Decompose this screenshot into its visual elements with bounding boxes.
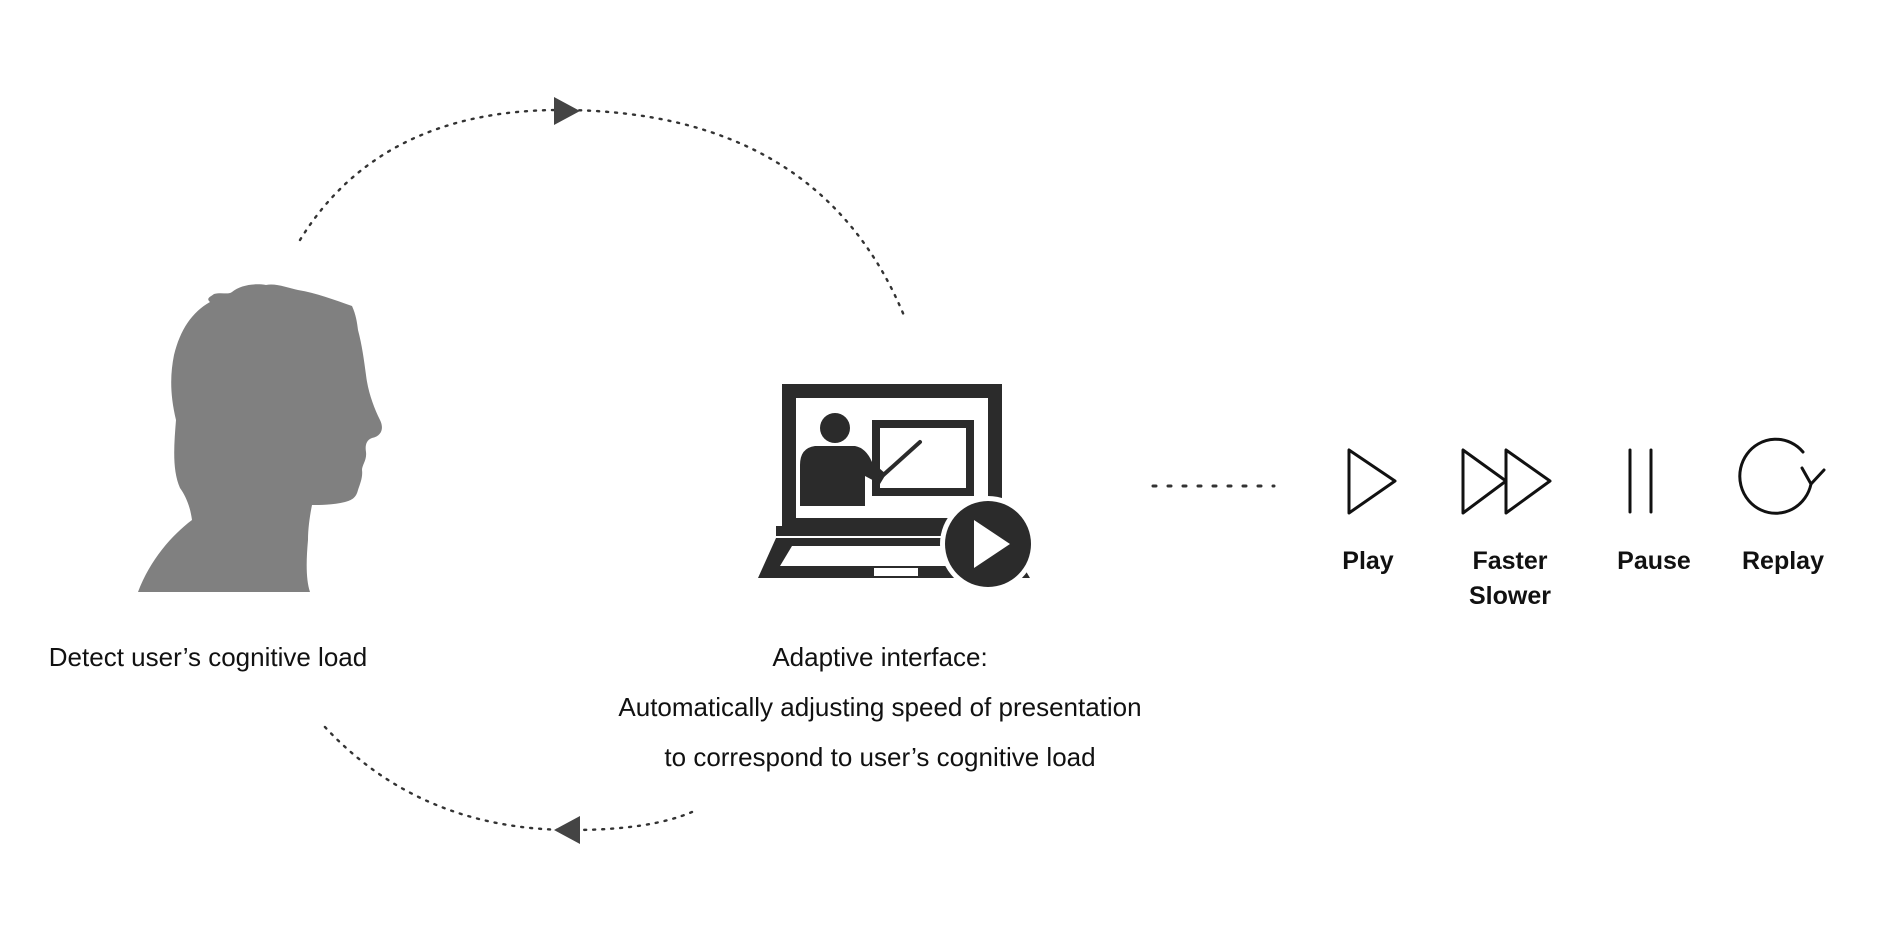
head-silhouette-icon xyxy=(138,284,382,592)
pause-label: Pause xyxy=(1617,547,1691,575)
presenter-body xyxy=(800,446,886,506)
speed-label: Faster Slower xyxy=(1455,544,1565,614)
top-arrowhead-icon xyxy=(554,97,580,125)
pause-icon[interactable] xyxy=(1628,448,1653,514)
adaptive-interface-caption: Adaptive interface: Automatically adjust… xyxy=(570,632,1190,782)
play-label: Play xyxy=(1342,547,1394,575)
detect-caption: Detect user’s cognitive load xyxy=(48,642,368,672)
bottom-cycle-arc xyxy=(322,724,694,832)
presenter-head xyxy=(820,413,850,443)
adaptive-caption-line-3: to correspond to user’s cognitive load xyxy=(664,742,1096,772)
fast-forward-icon[interactable] xyxy=(1461,448,1552,515)
bottom-arrowhead-icon xyxy=(554,816,580,844)
top-cycle-arc xyxy=(298,108,907,320)
faster-label: Faster xyxy=(1472,547,1548,575)
play-icon[interactable] xyxy=(1347,448,1397,515)
adaptive-caption-line-1: Adaptive interface: xyxy=(772,642,988,672)
video-lecture-laptop-icon xyxy=(758,384,1036,592)
replay-icon[interactable] xyxy=(1738,437,1826,515)
slower-label: Slower xyxy=(1469,582,1551,610)
replay-label: Replay xyxy=(1742,547,1824,575)
adaptive-caption-line-2: Automatically adjusting speed of present… xyxy=(618,692,1142,722)
